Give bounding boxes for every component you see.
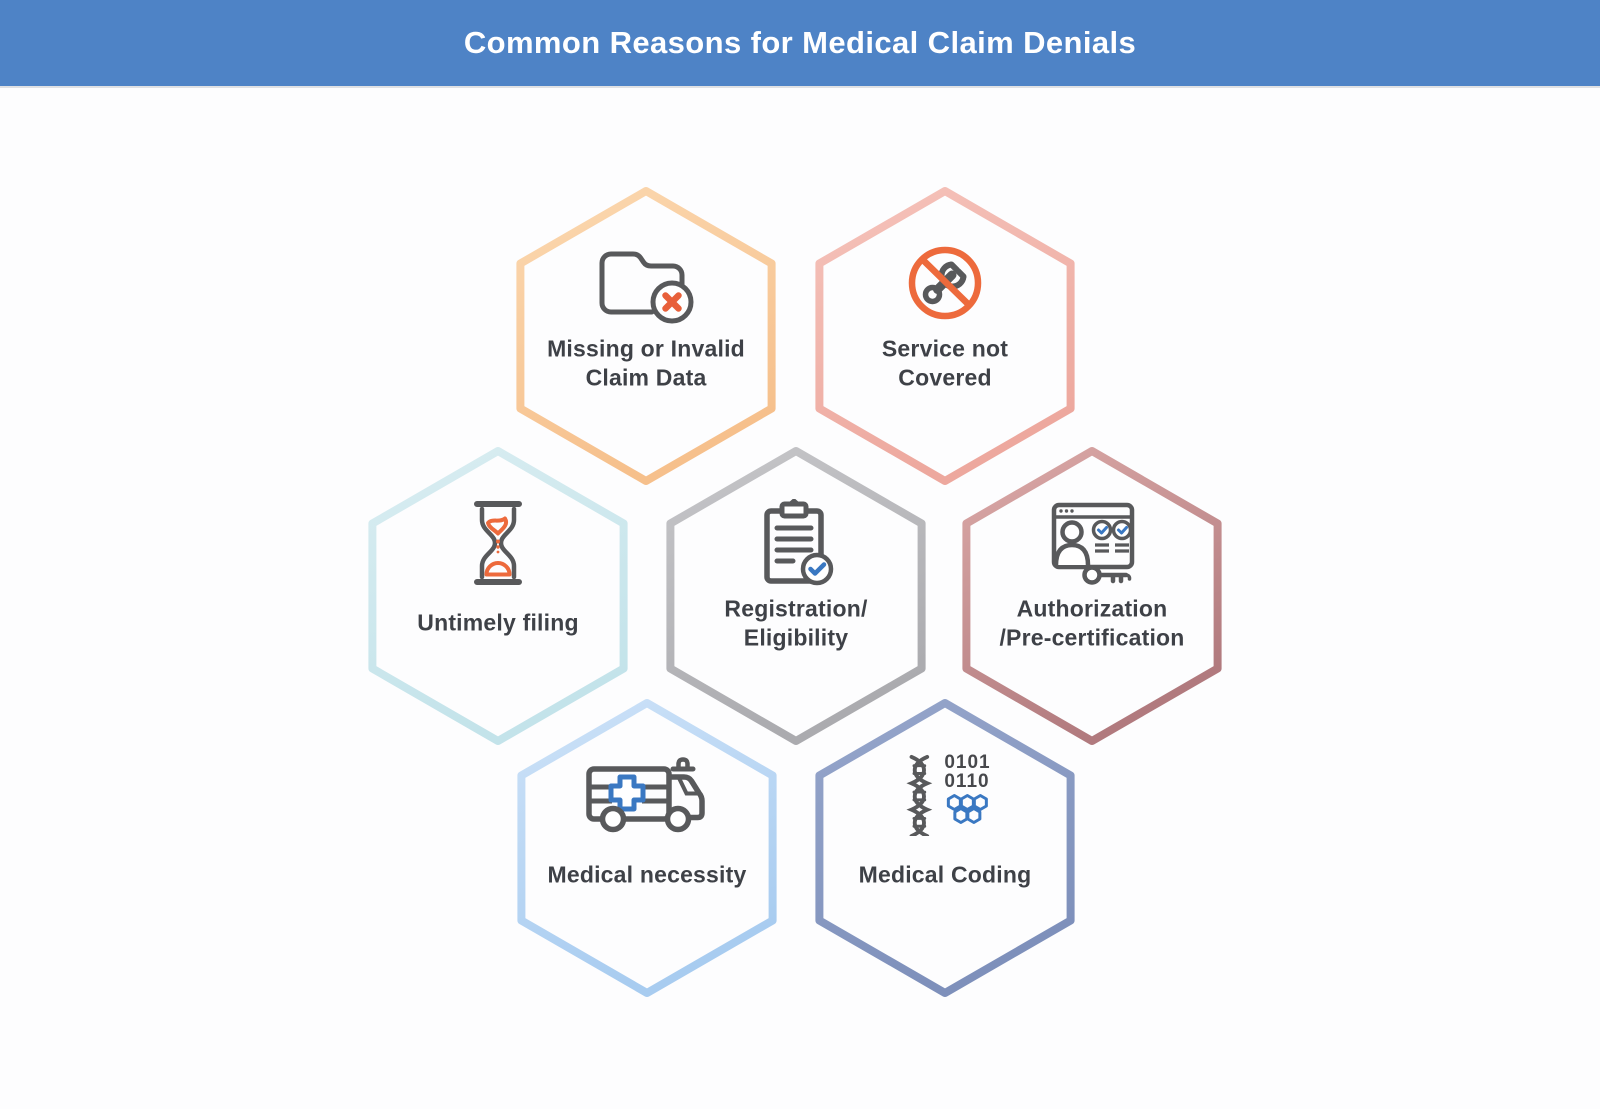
- hexagon-label-authorization-pre-certification: Authorization /Pre-certification: [999, 595, 1185, 650]
- hexagon-medical-coding: 0101 0110 Medical Coding: [813, 698, 1077, 998]
- hourglass-icon: [469, 499, 527, 587]
- hexagon-border: [815, 699, 1075, 997]
- clipboard-check-icon: [755, 498, 837, 587]
- hexagon-label-registration-eligibility: Registration/ Eligibility: [724, 595, 868, 650]
- hexagon-label-medical-coding: Medical Coding: [858, 861, 1032, 888]
- hexagon-border: [815, 187, 1075, 485]
- hexagon-border: [368, 447, 628, 745]
- hexagon-label-missing-claim-data: Missing or Invalid Claim Data: [547, 335, 745, 390]
- hexagon-border: [516, 187, 776, 485]
- binary-code-text: 0101 0110: [944, 752, 991, 792]
- hexagon-medical-necessity: Medical necessity: [515, 698, 779, 998]
- ambulance-icon: [581, 749, 713, 841]
- hexagon-authorization-pre-certification: Authorization /Pre-certification: [960, 446, 1224, 746]
- hexagon-cluster-icon: [946, 794, 988, 825]
- hexagon-label-service-not-covered: Service not Covered: [881, 335, 1009, 390]
- folder-error-icon: [596, 242, 696, 324]
- hexagon-registration-eligibility: Registration/ Eligibility: [664, 446, 928, 746]
- page-title: Common Reasons for Medical Claim Denials: [463, 25, 1137, 60]
- hexagon-label-untimely-filing: Untimely filing: [417, 609, 579, 636]
- hexagon-border: [962, 447, 1222, 745]
- hexagon-untimely-filing: Untimely filing: [366, 446, 630, 746]
- no-wrench-icon: [905, 243, 985, 323]
- hexagon-border: [517, 699, 777, 997]
- hexagon-border: [666, 447, 926, 745]
- hexagon-label-medical-necessity: Medical necessity: [547, 861, 747, 888]
- authorization-key-icon: [1042, 499, 1142, 587]
- dna-binary-icon: 0101 0110: [899, 752, 991, 836]
- hexagon-missing-claim-data: Missing or Invalid Claim Data: [514, 186, 778, 486]
- dna-helix-icon: [906, 754, 933, 836]
- header-bar: Common Reasons for Medical Claim Denials: [0, 0, 1600, 88]
- hexagon-service-not-covered: Service not Covered: [813, 186, 1077, 486]
